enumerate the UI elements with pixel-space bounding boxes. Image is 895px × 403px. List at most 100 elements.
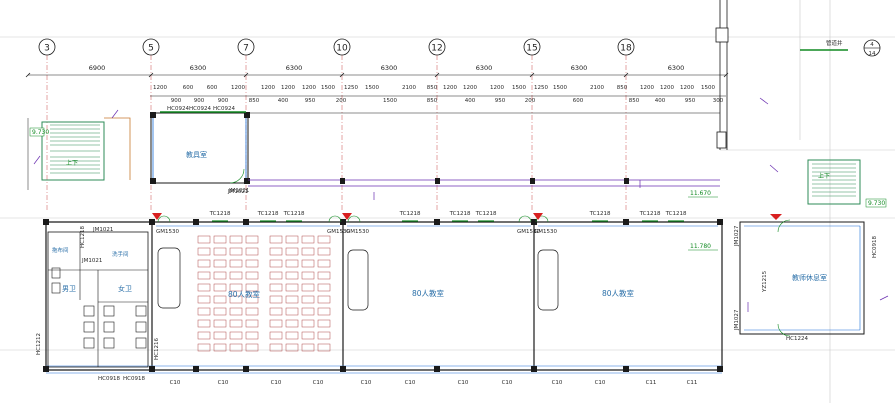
- desk-41: [213, 295, 227, 304]
- desk-61: [285, 319, 299, 328]
- bottom-tag-5: C10: [405, 380, 416, 386]
- desk-58: [229, 319, 243, 328]
- bottom-tag-11: C11: [687, 380, 698, 386]
- sub-dim-top-6: 1200: [302, 85, 316, 91]
- room-label-classroom-3: 80人教室: [602, 288, 635, 298]
- column-bottom-6: [531, 366, 537, 372]
- sub-dim-bottom-0: 900: [171, 98, 182, 104]
- dim-tick-0: [25, 72, 31, 78]
- level-mark-2: 11.780: [690, 243, 711, 250]
- axis-grid-lines: [46, 55, 627, 212]
- room-label-classroom-1: 80人教室: [228, 289, 261, 299]
- sub-dim-top-12: 1200: [443, 85, 457, 91]
- desk-33: [213, 283, 227, 292]
- room-label-teacher-rest: 教师休息室: [792, 273, 827, 282]
- window-tag-top-0: HC0924: [167, 106, 189, 112]
- wc-block: 拖布间 洗手间 男卫 女卫 JM1021 JM1021 HC0918 HC091…: [36, 226, 160, 382]
- sub-dim-bottom-2: 900: [218, 98, 229, 104]
- desk-64: [197, 331, 211, 340]
- desk-63: [317, 319, 331, 328]
- desk-24: [197, 271, 211, 280]
- room-label-equipment: 教具室: [186, 150, 207, 159]
- desk-34: [229, 283, 243, 292]
- sub-dim-top-15: 1500: [512, 85, 526, 91]
- desk-19: [245, 259, 259, 268]
- axis-bubble-18: 18: [617, 38, 635, 56]
- desk-68: [269, 331, 283, 340]
- window-tag-wc-2: HC0918: [123, 376, 145, 382]
- bottom-tag-8: C10: [552, 380, 563, 386]
- door-swing-2: [347, 215, 361, 223]
- desk-35: [245, 283, 259, 292]
- bay-dim-3: 6300: [381, 64, 398, 72]
- desk-51: [245, 307, 259, 316]
- door-tag-gm-1: GM1530: [327, 229, 351, 235]
- room-label-janitor: 拖布间: [52, 246, 69, 254]
- desk-11: [245, 247, 259, 256]
- axis-label-12: 12: [431, 44, 442, 54]
- door-swing-3: [518, 215, 532, 223]
- desk-0: [197, 235, 211, 244]
- axis-right-bottom: 14: [869, 51, 876, 57]
- door-tag-wc-1: JM1021: [92, 227, 113, 233]
- desk-38: [301, 283, 315, 292]
- column-bottom-0: [43, 366, 49, 372]
- axis-label-5: 5: [148, 44, 154, 54]
- sub-dim-bottom-3: 850: [249, 98, 260, 104]
- axis-bubble-12: 12: [428, 38, 446, 56]
- sub-dim-bottom-4: 400: [278, 98, 289, 104]
- desk-49: [213, 307, 227, 316]
- door-tag-gm-4: GM1530: [534, 229, 558, 235]
- bay-dim-6: 6300: [668, 64, 685, 72]
- sub-dim-bottom-7: 1500: [383, 98, 397, 104]
- desk-48: [197, 307, 211, 316]
- sub-dim-bottom-12: 600: [573, 98, 584, 104]
- corridor-tag-2: TC1218: [283, 211, 305, 217]
- stair-label-right: 上下: [818, 172, 830, 180]
- bay-dim-4: 6300: [476, 64, 493, 72]
- desk-4: [269, 235, 283, 244]
- sub-dim-top-8: 1250: [344, 85, 358, 91]
- door-tag-equipment: JM1021: [227, 189, 248, 195]
- door-tag-gm-3: GM1530: [517, 229, 541, 235]
- column-top-4: [340, 219, 346, 225]
- sub-dim-top-21: 1200: [660, 85, 674, 91]
- desk-57: [213, 319, 227, 328]
- bottom-tag-9: C10: [595, 380, 606, 386]
- desk-53: [285, 307, 299, 316]
- desk-69: [285, 331, 299, 340]
- column-bottom-5: [434, 366, 440, 372]
- dim-tick-5: [529, 72, 535, 78]
- desk-74: [229, 343, 243, 352]
- sub-dim-bottom-1: 900: [194, 98, 205, 104]
- bottom-tag-0: C10: [170, 380, 181, 386]
- corridor-tag-3: TC1218: [399, 211, 421, 217]
- sub-dim-top-16: 1250: [534, 85, 548, 91]
- sub-dim-top-11: 850: [427, 85, 438, 91]
- sub-dim-top-14: 1200: [490, 85, 504, 91]
- sub-dim-bottom-14: 400: [655, 98, 666, 104]
- room-label-mens-wc: 男卫: [62, 285, 76, 293]
- bottom-tag-6: C10: [458, 380, 469, 386]
- sub-dim-top-22: 1200: [680, 85, 694, 91]
- structural-columns: [43, 219, 723, 372]
- desk-37: [285, 283, 299, 292]
- sub-dim-top-9: 1500: [365, 85, 379, 91]
- desk-25: [213, 271, 227, 280]
- desk-59: [245, 319, 259, 328]
- desk-65: [213, 331, 227, 340]
- desk-14: [301, 247, 315, 256]
- desk-28: [269, 271, 283, 280]
- desk-22: [301, 259, 315, 268]
- desk-47: [317, 295, 331, 304]
- desk-70: [301, 331, 315, 340]
- desk-54: [301, 307, 315, 316]
- column-top-1: [149, 219, 155, 225]
- axis-bubble-5: 5: [142, 38, 160, 56]
- window-tag-wc-left: HC1212: [36, 333, 42, 355]
